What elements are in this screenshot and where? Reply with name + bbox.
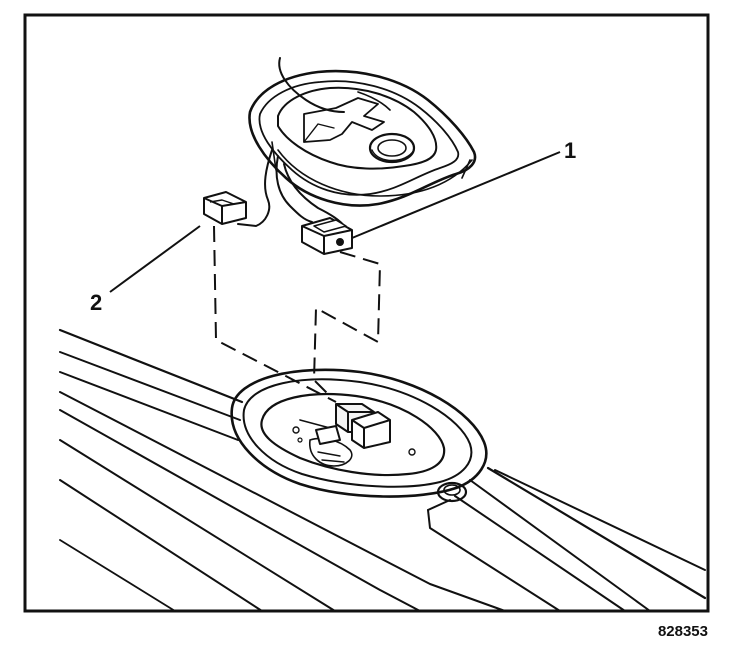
leader-lines [109, 151, 561, 293]
fuel-pump-module [248, 57, 477, 207]
callout-2-label: 2 [90, 290, 102, 315]
figure-border [23, 13, 710, 613]
drain-plug [436, 481, 468, 503]
alignment-dashes [213, 225, 382, 403]
tank-connectors [315, 403, 391, 449]
connector-1 [301, 217, 353, 255]
tank-rails [58, 328, 707, 612]
figure-number: 828353 [658, 623, 708, 640]
connector-2 [203, 191, 247, 225]
callout-1-label: 1 [564, 138, 576, 163]
